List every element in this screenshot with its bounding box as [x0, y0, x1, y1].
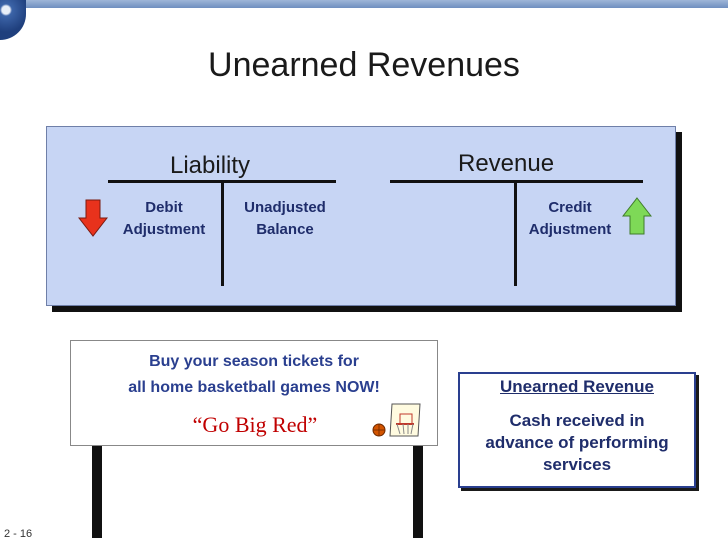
definition-line-3: services: [542, 455, 612, 474]
basketball-hoop-icon: [372, 403, 421, 437]
page-number: 2 - 16: [4, 528, 33, 540]
revenue-t-vertical: [514, 180, 517, 286]
definition-line-2: advance of performing: [485, 433, 669, 452]
liability-t-vertical: [221, 180, 224, 286]
revenue-credit-label: Credit Adjustment: [518, 197, 622, 241]
sign-post-right: [413, 446, 423, 538]
credit-label-line-2: Adjustment: [528, 221, 612, 238]
liability-debit-label: Debit Adjustment: [112, 197, 216, 241]
balance-label-line-1: Unadjusted: [244, 199, 326, 216]
definition-title: Unearned Revenue: [500, 377, 654, 396]
sign-slogan: “Go Big Red”: [192, 412, 318, 437]
liability-title: Liability: [170, 152, 251, 179]
definition-body: Cash received in advance of performing s…: [462, 410, 692, 476]
sign-line-2: all home basketball games NOW!: [128, 379, 380, 396]
definition-line-1: Cash received in: [509, 411, 645, 430]
t-account-panel: [46, 126, 676, 306]
revenue-title: Revenue: [458, 150, 555, 177]
down-arrow-icon: [78, 199, 108, 237]
liability-balance-label: Unadjusted Balance: [230, 197, 340, 241]
top-bar: [0, 0, 728, 8]
credit-label-line-1: Credit: [548, 199, 592, 216]
sign-post-left: [92, 446, 102, 538]
balance-label-line-2: Balance: [256, 221, 314, 238]
corner-logo-icon: [0, 0, 26, 40]
debit-label-line-1: Debit: [145, 199, 183, 216]
debit-label-line-2: Adjustment: [122, 221, 206, 238]
slide-title: Unearned Revenues: [208, 46, 520, 84]
definition-box: [458, 372, 696, 488]
up-arrow-icon: [622, 197, 652, 235]
sign-line-1: Buy your season tickets for: [149, 353, 359, 370]
